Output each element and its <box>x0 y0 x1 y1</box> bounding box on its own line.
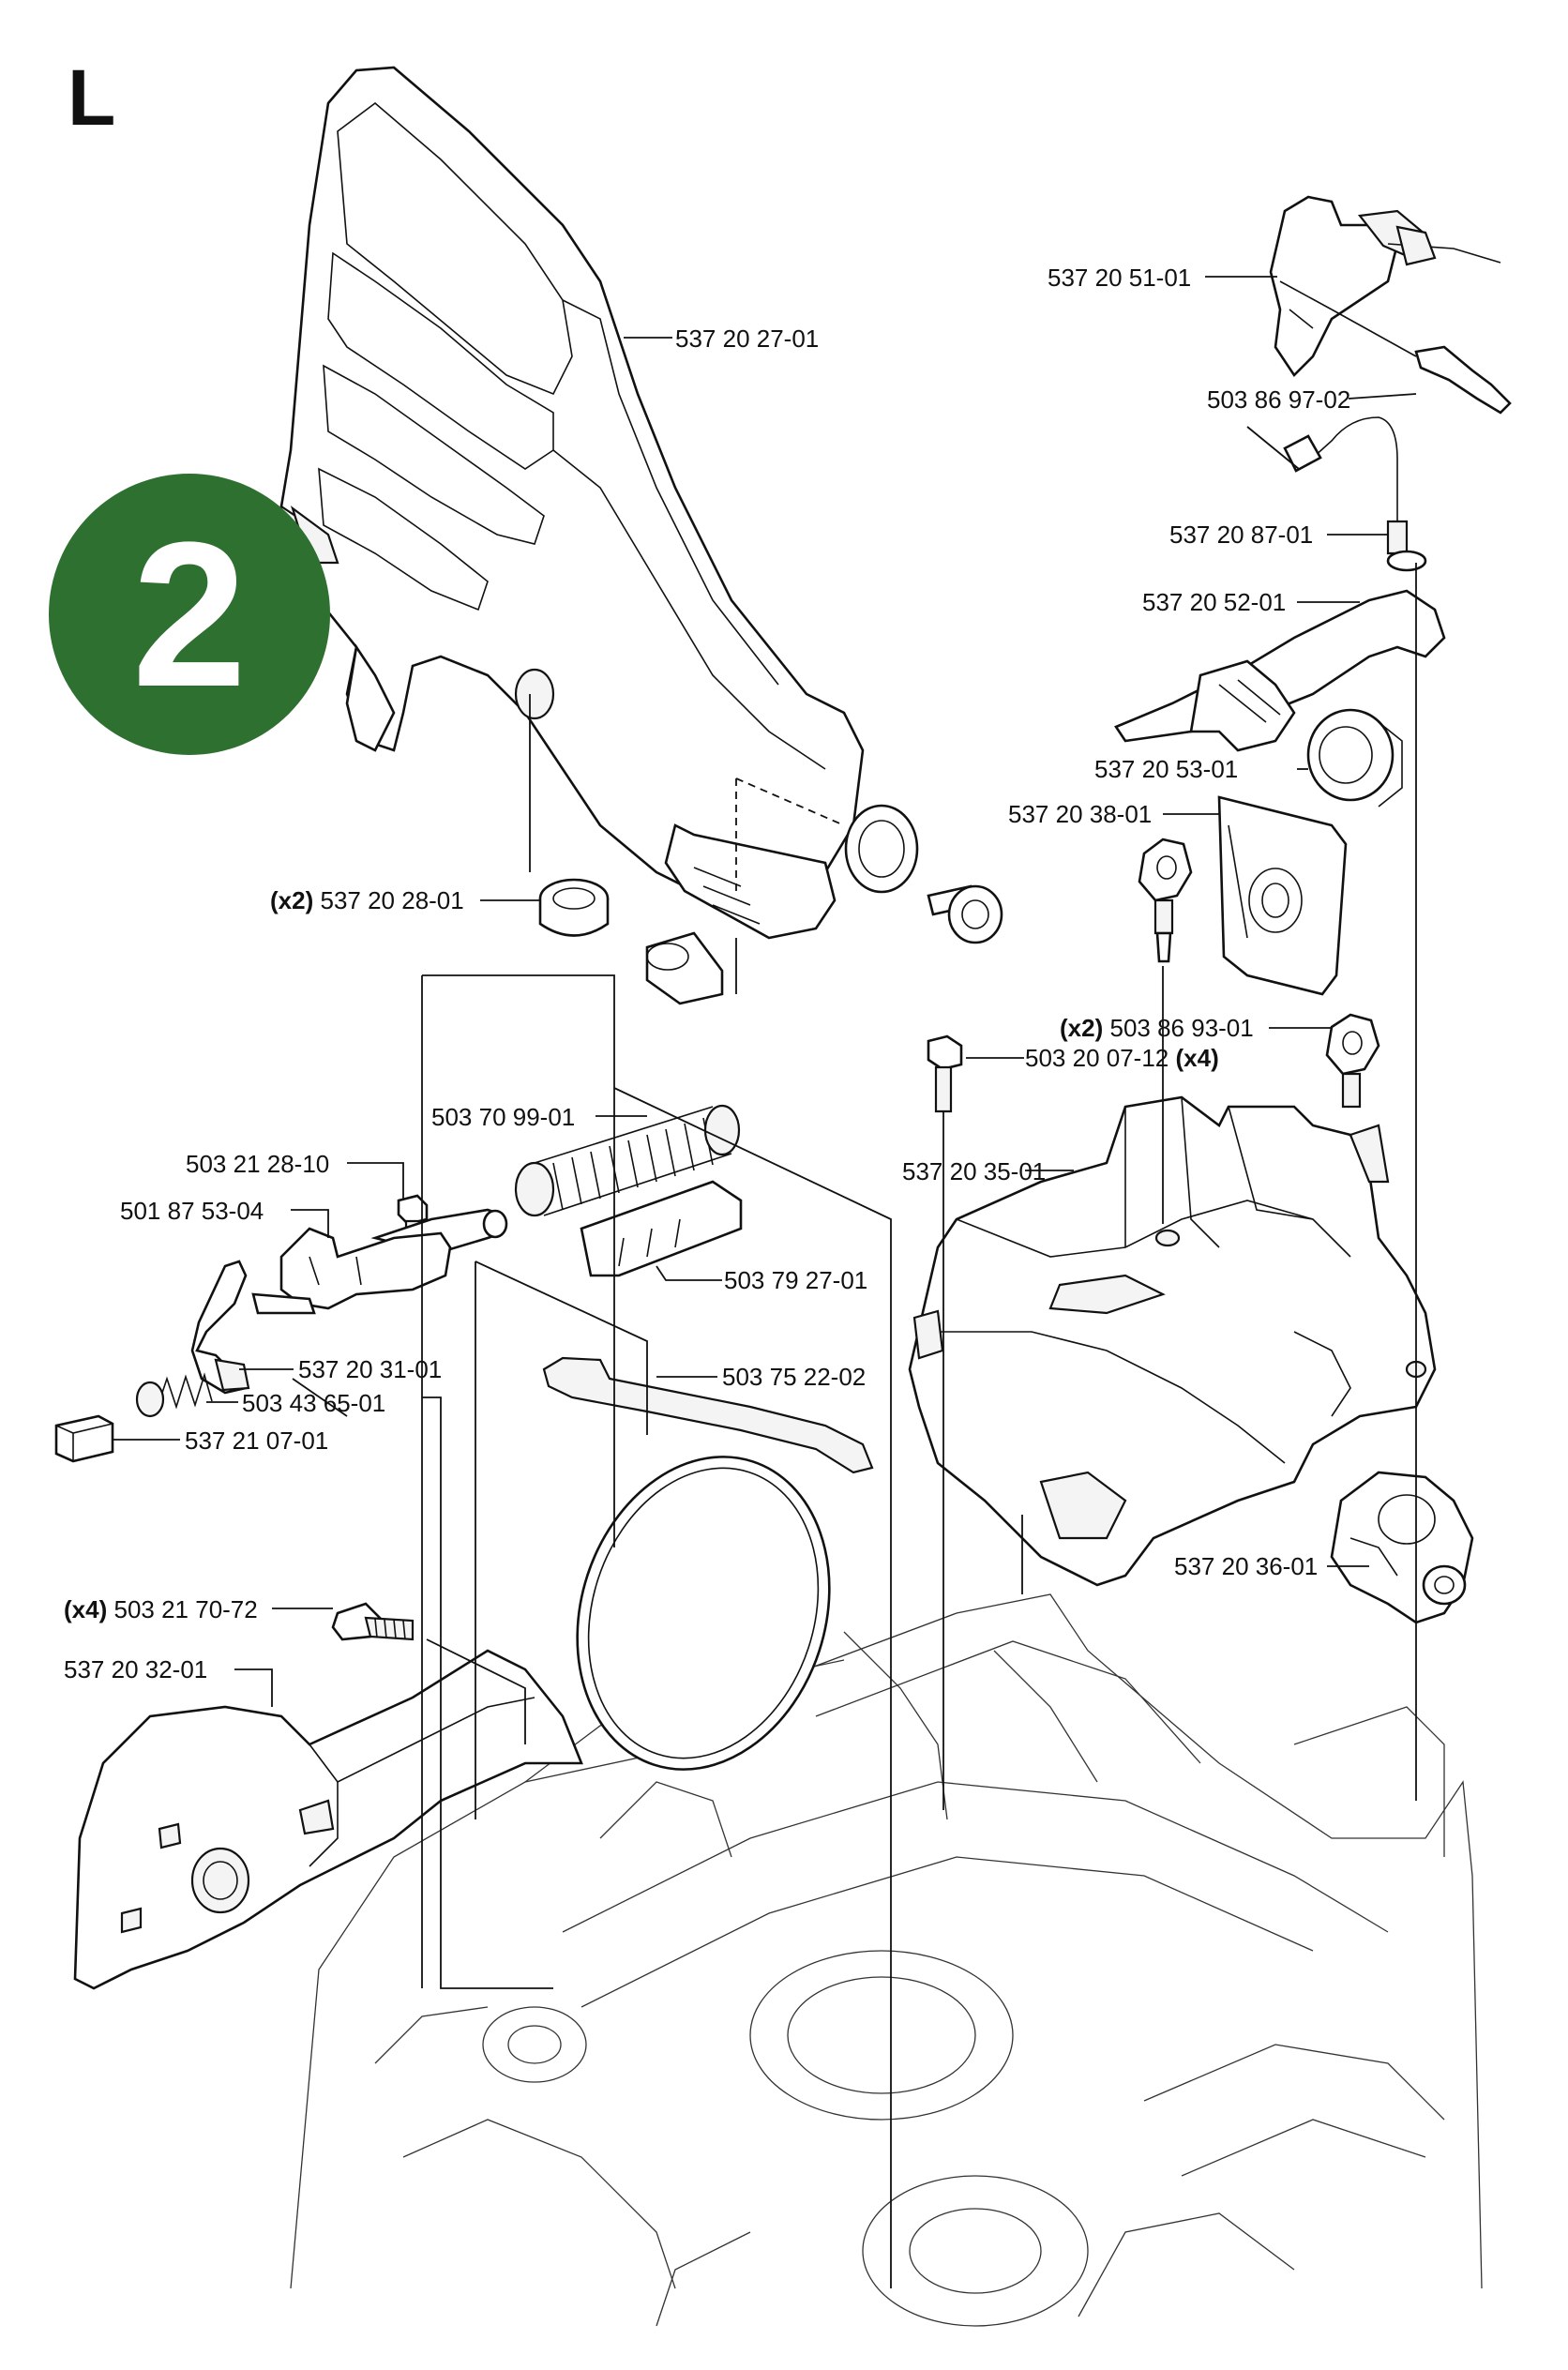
crankcase-drawing <box>290 1593 1483 2327</box>
label-537-20-32-01: 537 20 32-01 <box>64 1655 208 1683</box>
label-503-70-99-01: 503 70 99-01 <box>431 1103 576 1131</box>
label-537-21-07-01: 537 21 07-01 <box>185 1427 329 1455</box>
label-537-20-31-01: 537 20 31-01 <box>298 1355 443 1383</box>
label-503-21-28-10: 503 21 28-10 <box>186 1150 330 1178</box>
label-503-43-65-01: 503 43 65-01 <box>242 1389 386 1417</box>
label-503-86-97-02: 503 86 97-02 <box>1207 385 1351 414</box>
brake-lever-assembly-drawing <box>54 1104 874 1771</box>
step-number-badge: 2 <box>49 474 330 755</box>
leader-lines <box>113 276 1417 2288</box>
label-503-21-70-72: (x4) 503 21 70-72 <box>64 1595 258 1623</box>
bushings-drawing <box>529 694 737 1005</box>
label-501-87-53-04: 501 87 53-04 <box>120 1197 264 1225</box>
label-503-20-07-12: 503 20 07-12 (x4) <box>1025 1044 1219 1072</box>
label-537-20-51-01: 537 20 51-01 <box>1048 264 1192 292</box>
rear-handle-housing-drawing <box>908 966 1437 1587</box>
label-537-20-35-01: 537 20 35-01 <box>902 1157 1047 1185</box>
label-537-20-53-01: 537 20 53-01 <box>1094 755 1239 783</box>
throttle-trigger-parts-drawing <box>927 195 1512 1113</box>
front-handle-guard-drawing <box>279 66 1003 944</box>
label-503-79-27-01: 503 79 27-01 <box>724 1266 868 1294</box>
clutch-cover-drawing <box>73 1602 583 1990</box>
rear-bracket-drawing <box>1330 1471 1474 1624</box>
step-number: 2 <box>131 499 248 730</box>
label-537-20-28-01: (x2) 537 20 28-01 <box>270 886 464 914</box>
label-537-20-52-01: 537 20 52-01 <box>1142 588 1287 616</box>
label-537-20-36-01: 537 20 36-01 <box>1174 1552 1319 1580</box>
label-537-20-27-01: 537 20 27-01 <box>675 325 820 353</box>
label-537-20-38-01: 537 20 38-01 <box>1008 800 1153 828</box>
label-537-20-87-01: 537 20 87-01 <box>1169 521 1314 549</box>
label-503-75-22-02: 503 75 22-02 <box>722 1363 867 1391</box>
label-503-86-93-01: (x2) 503 86 93-01 <box>1060 1014 1254 1042</box>
section-letter: L <box>68 53 116 142</box>
